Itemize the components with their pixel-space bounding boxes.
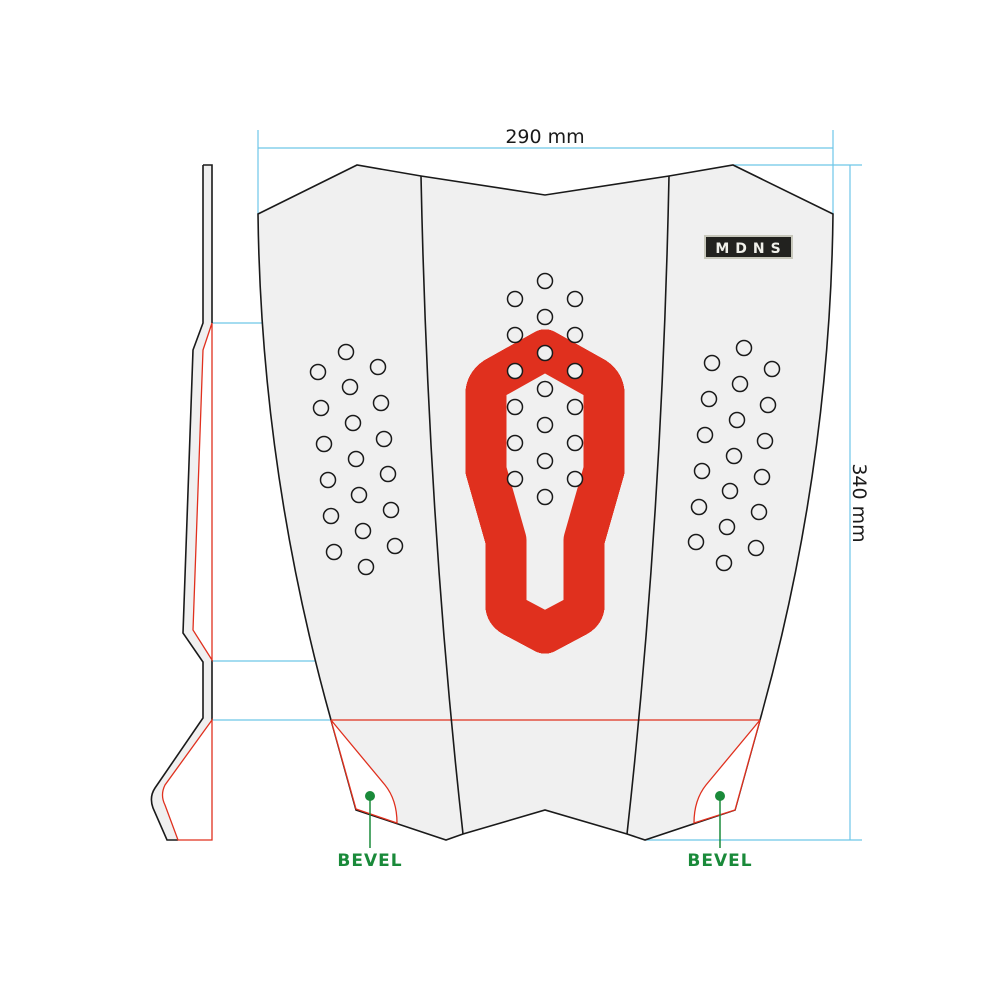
grip-hole	[350, 486, 368, 504]
dimension-lines	[212, 130, 862, 841]
grip-hole	[325, 543, 343, 561]
grip-hole	[354, 522, 372, 540]
grip-hole	[750, 503, 768, 521]
grip-hole	[347, 450, 365, 468]
grip-hole	[536, 344, 554, 362]
left-bevel-marker: BEVEL	[337, 791, 402, 871]
grip-hole	[566, 434, 584, 452]
grip-hole	[700, 390, 718, 408]
grip-hole	[319, 471, 337, 489]
grip-hole	[506, 326, 524, 344]
grip-hole	[536, 272, 554, 290]
right-bevel-label: BEVEL	[687, 851, 752, 871]
left-bevel-label: BEVEL	[337, 851, 402, 871]
brand-logo: MDNS	[704, 235, 793, 259]
grip-hole	[344, 414, 362, 432]
logo-text: MDNS	[715, 241, 786, 257]
grip-hole	[731, 375, 749, 393]
grip-hole	[386, 537, 404, 555]
grip-hole	[690, 498, 708, 516]
grip-hole	[506, 362, 524, 380]
grip-hole	[536, 308, 554, 326]
grip-hole	[747, 539, 765, 557]
grip-hole	[357, 558, 375, 576]
grip-hole	[536, 380, 554, 398]
grip-hole	[725, 447, 743, 465]
left-bevel-area	[330, 719, 398, 824]
grip-hole	[759, 396, 777, 414]
grip-hole	[382, 501, 400, 519]
grip-hole	[506, 398, 524, 416]
right-bevel-marker: BEVEL	[687, 791, 752, 871]
grip-hole	[536, 452, 554, 470]
grip-hole	[721, 482, 739, 500]
grip-hole	[566, 326, 584, 344]
grip-hole	[536, 416, 554, 434]
grip-hole	[379, 465, 397, 483]
left-divider	[420, 175, 464, 835]
grip-hole	[312, 399, 330, 417]
grip-hole	[337, 343, 355, 361]
grip-hole	[693, 462, 711, 480]
grip-hole	[756, 432, 774, 450]
grip-hole	[322, 507, 340, 525]
grip-hole	[735, 339, 753, 357]
grip-hole	[315, 435, 333, 453]
grip-hole	[375, 430, 393, 448]
grip-hole	[715, 554, 733, 572]
grip-hole	[506, 290, 524, 308]
grip-hole	[372, 394, 390, 412]
grip-hole	[506, 434, 524, 452]
grip-hole	[763, 360, 781, 378]
grip-hole	[369, 358, 387, 376]
height-dimension-label: 340 mm	[848, 463, 870, 542]
arch-contours	[465, 329, 625, 654]
grip-hole	[566, 290, 584, 308]
grip-hole	[341, 378, 359, 396]
grip-hole	[728, 411, 746, 429]
grip-hole	[566, 470, 584, 488]
grip-hole	[687, 533, 705, 551]
side-profile	[150, 164, 213, 841]
grip-hole	[718, 518, 736, 536]
right-divider	[626, 175, 670, 835]
grip-hole	[753, 468, 771, 486]
grip-hole	[506, 470, 524, 488]
grip-hole	[703, 354, 721, 372]
grip-hole	[696, 426, 714, 444]
grip-holes	[309, 272, 781, 576]
right-bevel-area	[693, 719, 761, 824]
grip-hole	[566, 362, 584, 380]
width-dimension-label: 290 mm	[505, 126, 584, 148]
grip-hole	[566, 398, 584, 416]
grip-hole	[309, 363, 327, 381]
grip-hole	[536, 488, 554, 506]
